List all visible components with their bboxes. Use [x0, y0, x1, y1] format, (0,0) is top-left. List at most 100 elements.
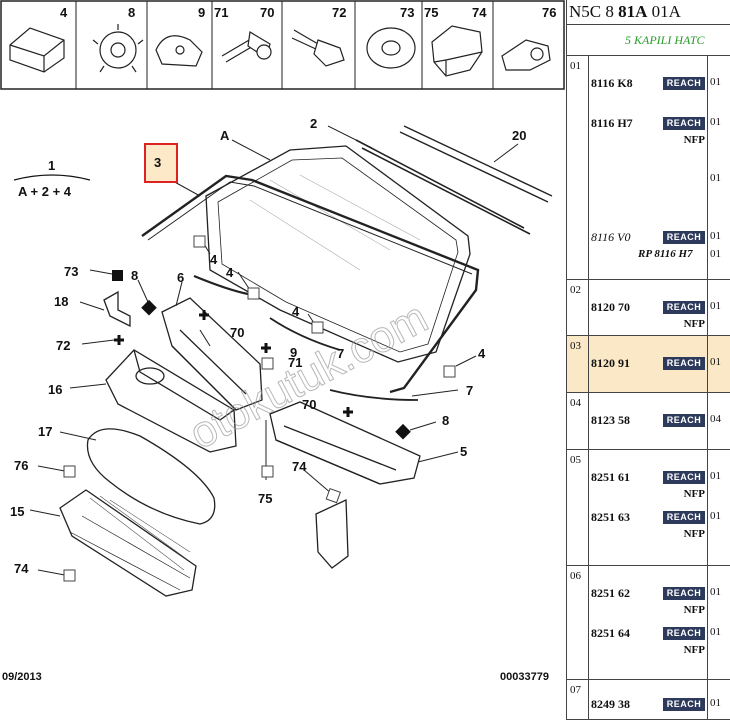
part-quantity: 04: [710, 413, 721, 425]
part-quantity: 01: [710, 230, 721, 242]
group-number: 04: [570, 397, 581, 409]
header-code-b: 81A: [618, 2, 648, 21]
column-divider: [707, 566, 708, 679]
column-divider: [707, 280, 708, 335]
formula-text: A + 2 + 4: [18, 184, 72, 199]
group-number: 02: [570, 284, 581, 296]
column-divider: [588, 566, 589, 679]
callout-71: 71: [288, 355, 302, 370]
table-header: N5C 8 81A 01A: [567, 0, 730, 25]
callout-8a: 8: [131, 268, 138, 283]
footer-code: 00033779: [500, 671, 549, 683]
callout-7b: 7: [466, 383, 473, 398]
part-reference[interactable]: 8116 V0: [591, 230, 631, 244]
reach-badge: REACH: [663, 357, 705, 370]
column-divider: [588, 680, 589, 719]
replacement-reference[interactable]: RP 8116 H7: [638, 248, 693, 260]
part-quantity: 01: [710, 586, 721, 598]
callout-15: 15: [10, 504, 24, 519]
part-reference[interactable]: 8251 64: [591, 626, 630, 640]
part-reference[interactable]: 8251 63: [591, 510, 630, 524]
reach-badge: REACH: [663, 117, 705, 130]
diagram-canvas: 4 8 9 71 70 72 73 75 74 76: [0, 0, 565, 683]
part-reference[interactable]: 8249 38: [591, 697, 630, 711]
parts-table: N5C 8 81A 01A 5 KAPILI HATC 01 8116 K8 REA…: [567, 0, 730, 720]
part-quantity: 01: [710, 172, 721, 184]
part-reference[interactable]: 8120 70: [591, 300, 630, 314]
part-reference[interactable]: 8116 H7: [591, 116, 633, 130]
assembly-drawing: [29, 125, 553, 597]
callout-18: 18: [54, 294, 68, 309]
thumb-label-9: 9: [198, 5, 205, 20]
callout-20: 20: [512, 128, 526, 143]
column-divider: [707, 680, 708, 719]
callout-72: 72: [56, 338, 70, 353]
column-divider: [588, 393, 589, 449]
thumb-label-74: 74: [472, 5, 487, 20]
part-quantity: 01: [710, 300, 721, 312]
part-reference[interactable]: 8123 58: [591, 413, 630, 427]
callout-6: 6: [177, 270, 184, 285]
highlight-box-3[interactable]: [144, 143, 178, 183]
callout-labels: A 2 20 3 73 8 6 4 4 18 70 4 72 9 71 7 4 …: [10, 116, 526, 576]
nfp-note: NFP: [683, 604, 705, 616]
nfp-note: NFP: [683, 318, 705, 330]
reach-badge: REACH: [663, 698, 705, 711]
callout-76: 76: [14, 458, 28, 473]
callout-4b: 4: [226, 265, 234, 280]
part-quantity: 01: [710, 356, 721, 368]
thumb-label-71: 71: [214, 5, 228, 20]
callout-9: 9: [290, 345, 297, 360]
column-divider: [588, 280, 589, 335]
fixing-symbols: [63, 235, 456, 582]
thumbnail-pictures: [9, 24, 551, 77]
column-divider: [707, 450, 708, 565]
callout-4d: 4: [478, 346, 486, 361]
group-number: 06: [570, 570, 581, 582]
part-quantity: 01: [710, 76, 721, 88]
column-divider: [707, 393, 708, 449]
nfp-note: NFP: [683, 488, 705, 500]
group-number: 01: [570, 60, 581, 72]
part-quantity: 01: [710, 510, 721, 522]
part-reference[interactable]: 8116 K8: [591, 76, 633, 90]
thumb-label-4: 4: [60, 5, 68, 20]
part-reference[interactable]: 8251 61: [591, 470, 630, 484]
callout-3: 3: [154, 155, 161, 170]
thumb-label-76: 76: [542, 5, 556, 20]
thumb-label-73: 73: [400, 5, 414, 20]
part-reference[interactable]: 8251 62: [591, 586, 630, 600]
formula-brace: [13, 174, 91, 181]
column-divider: [588, 56, 589, 279]
reach-badge: REACH: [663, 511, 705, 524]
part-quantity: 01: [710, 116, 721, 128]
footer-date: 09/2013: [2, 671, 42, 683]
reach-badge: REACH: [663, 471, 705, 484]
callout-70b: 70: [302, 397, 316, 412]
callout-74b: 74: [14, 561, 29, 576]
nfp-note: NFP: [683, 528, 705, 540]
callout-73: 73: [64, 264, 78, 279]
callout-2: 2: [310, 116, 317, 131]
callout-4c: 4: [292, 304, 300, 319]
reach-badge: REACH: [663, 627, 705, 640]
part-quantity: 01: [710, 248, 721, 260]
column-divider: [707, 56, 708, 279]
group-number: 05: [570, 454, 581, 466]
callout-75: 75: [258, 491, 272, 506]
table-subheader: 5 KAPILI HATC: [567, 25, 730, 56]
part-quantity: 01: [710, 697, 721, 709]
nfp-note: NFP: [683, 134, 705, 146]
exploded-parts-diagram: 4 8 9 71 70 72 73 75 74 76: [0, 0, 567, 720]
reach-badge: REACH: [663, 587, 705, 600]
callout-16: 16: [48, 382, 62, 397]
header-code-a: N5C 8: [569, 2, 619, 21]
part-reference[interactable]: 8120 91: [591, 356, 630, 370]
